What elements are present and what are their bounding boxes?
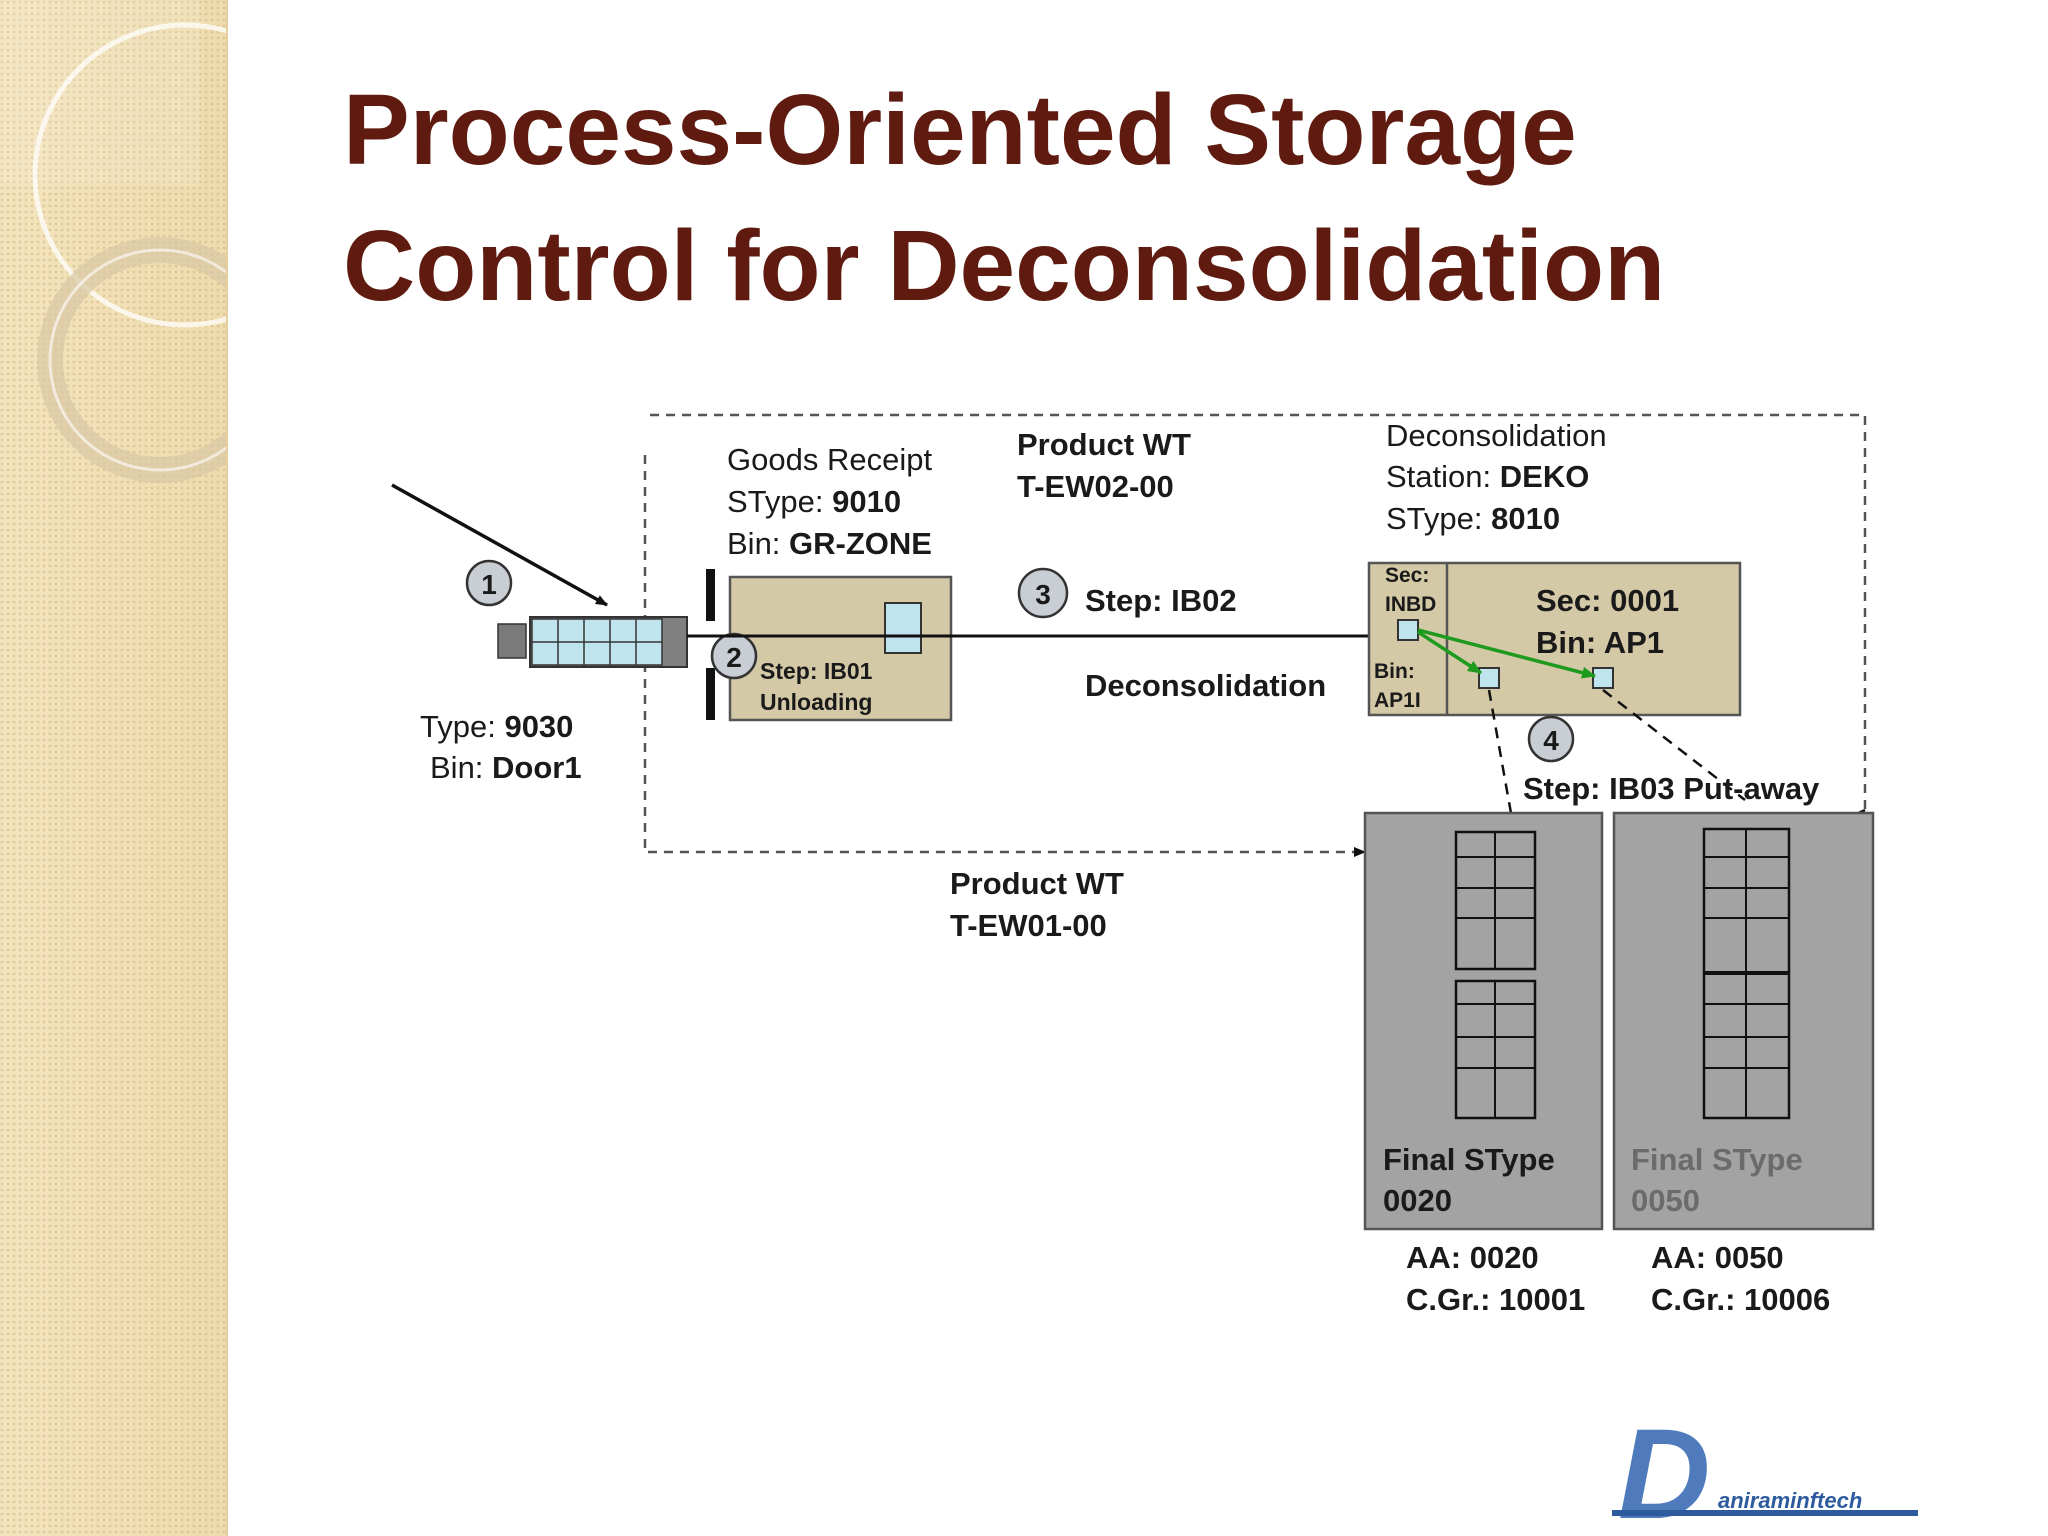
step-2-marker: 2: [710, 632, 758, 680]
aa-0050-label: AA: 0050: [1651, 1240, 1784, 1275]
door-bin-label: Bin: Door1: [430, 750, 582, 785]
cgr-10006-label: C.Gr.: 10006: [1651, 1282, 1830, 1317]
goods-receipt-bin: Bin: GR-ZONE: [727, 526, 932, 561]
green-arrow-to-0020-bin: [1417, 630, 1482, 675]
deconsolidation-label: Deconsolidation: [1085, 668, 1326, 703]
deconsolidation-heading: Deconsolidation: [1386, 418, 1607, 453]
deconsolidation-station-box: Sec: INBD Bin: AP1I Sec: 0001 Bin: AP1: [1367, 561, 1742, 717]
product-wt-bottom-line2: T-EW01-00: [950, 908, 1107, 943]
slide-title-line-2: Control for Deconsolidation: [343, 210, 1666, 322]
sec-inbd-line2: INBD: [1385, 593, 1436, 616]
step-2-number: 2: [726, 642, 742, 673]
sidebar-divider: [226, 0, 228, 1536]
step-ib01-label: Step: IB01: [760, 658, 873, 684]
incoming-arrow: [391, 483, 608, 607]
unloading-label: Unloading: [760, 689, 872, 715]
putaway-arrow-0050: [1602, 689, 1746, 801]
aa-0020-label: AA: 0020: [1406, 1240, 1539, 1275]
step-4-marker: 4: [1527, 715, 1575, 763]
door-bar-bottom: [706, 668, 715, 720]
product-wt-top-line2: T-EW02-00: [1017, 469, 1174, 504]
goods-receipt-heading: Goods Receipt: [727, 442, 932, 477]
door-bar-top: [706, 569, 715, 621]
step-3-number: 3: [1035, 579, 1051, 610]
step-ib03-label: Step: IB03 Put-away: [1523, 771, 1820, 806]
door-type-label: Type: 9030: [420, 709, 573, 744]
decorative-sidebar: [0, 0, 228, 1536]
slide-title-line-1: Process-Oriented Storage: [343, 74, 1577, 186]
step-1-marker: 1: [465, 559, 513, 607]
step-3-marker: 3: [1017, 567, 1069, 619]
bin-ap1i-line2: AP1I: [1374, 689, 1421, 712]
cgr-10001-label: C.Gr.: 10001: [1406, 1282, 1585, 1317]
step-1-number: 1: [481, 569, 497, 600]
bin-ap1-label: Bin: AP1: [1536, 625, 1664, 660]
putaway-arrow-0020: [1487, 689, 1517, 831]
final-0020-line1: Final SType: [1383, 1142, 1555, 1177]
step-4-number: 4: [1543, 725, 1559, 756]
decorative-rings: [0, 0, 228, 483]
sec-inbd-line1: Sec:: [1385, 564, 1429, 587]
goods-receipt-stype: SType: 9010: [727, 484, 901, 519]
station-label: Station: DEKO: [1386, 459, 1589, 494]
product-wt-top-line1: Product WT: [1017, 427, 1191, 462]
dashed-route-bottom: [643, 455, 1366, 857]
logo-letter: D: [1618, 1403, 1710, 1536]
sec-0001-label: Sec: 0001: [1536, 583, 1679, 618]
deko-stype-label: SType: 8010: [1386, 501, 1560, 536]
slide-title: Process-Oriented Storage Control for Dec…: [343, 62, 1943, 334]
final-0020-line2: 0020: [1383, 1183, 1452, 1218]
final-0050-line1: Final SType: [1631, 1142, 1803, 1177]
logo-text: aniraminftech: [1718, 1488, 1862, 1513]
step-ib02-label: Step: IB02: [1085, 583, 1237, 618]
final-stype-0020-box: Final SType 0020: [1363, 811, 1604, 1231]
final-stype-0050-box: Final SType 0050: [1612, 811, 1875, 1231]
bin-ap1i-line1: Bin:: [1374, 660, 1415, 683]
product-wt-bottom-line1: Product WT: [950, 866, 1124, 901]
company-logo: D aniraminftech: [1612, 1403, 1918, 1536]
green-arrow-to-0050-bin: [1417, 628, 1596, 679]
goods-receipt-box: Step: IB01 Unloading: [728, 575, 953, 722]
dashed-scope-top: [650, 413, 1867, 810]
final-0050-line2: 0050: [1631, 1183, 1700, 1218]
truck-icon: [497, 616, 688, 668]
